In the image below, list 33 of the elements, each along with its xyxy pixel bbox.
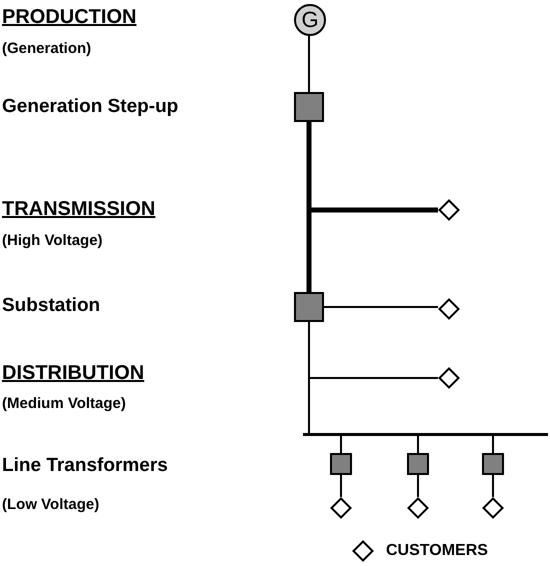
customer-diamond bbox=[407, 497, 429, 519]
transformer-box bbox=[294, 92, 324, 122]
connector-line bbox=[324, 306, 438, 308]
customer-diamond bbox=[330, 497, 352, 519]
generator-circle: G bbox=[294, 4, 326, 36]
voltage-note: (Low Voltage) bbox=[2, 496, 100, 513]
connector-line bbox=[308, 36, 310, 92]
transformer-box bbox=[294, 292, 324, 322]
customer-diamond bbox=[438, 199, 460, 221]
transformer-box bbox=[482, 453, 504, 475]
customer-diamond bbox=[438, 367, 460, 389]
section-heading: TRANSMISSION bbox=[2, 198, 156, 221]
transformer-box bbox=[330, 453, 352, 475]
section-heading: DISTRIBUTION bbox=[2, 362, 144, 385]
voltage-note: (High Voltage) bbox=[2, 232, 103, 249]
connector-line bbox=[492, 475, 494, 497]
customer-diamond bbox=[482, 497, 504, 519]
stage-label: Generation Step-up bbox=[2, 96, 178, 118]
transformer-box bbox=[407, 453, 429, 475]
connector-line bbox=[417, 436, 419, 453]
connector-line bbox=[308, 322, 310, 433]
voltage-note: (Generation) bbox=[2, 40, 92, 57]
customer-diamond bbox=[438, 298, 460, 320]
voltage-note: (Medium Voltage) bbox=[2, 395, 126, 412]
bus-bar bbox=[303, 433, 548, 436]
legend-text: CUSTOMERS bbox=[386, 542, 488, 560]
stage-label: Substation bbox=[2, 295, 100, 317]
connector-line bbox=[340, 475, 342, 497]
stage-label: Line Transformers bbox=[2, 455, 168, 477]
section-heading: PRODUCTION bbox=[2, 6, 136, 29]
connector-line bbox=[340, 436, 342, 453]
connector-line bbox=[492, 436, 494, 453]
connector-line bbox=[417, 475, 419, 497]
